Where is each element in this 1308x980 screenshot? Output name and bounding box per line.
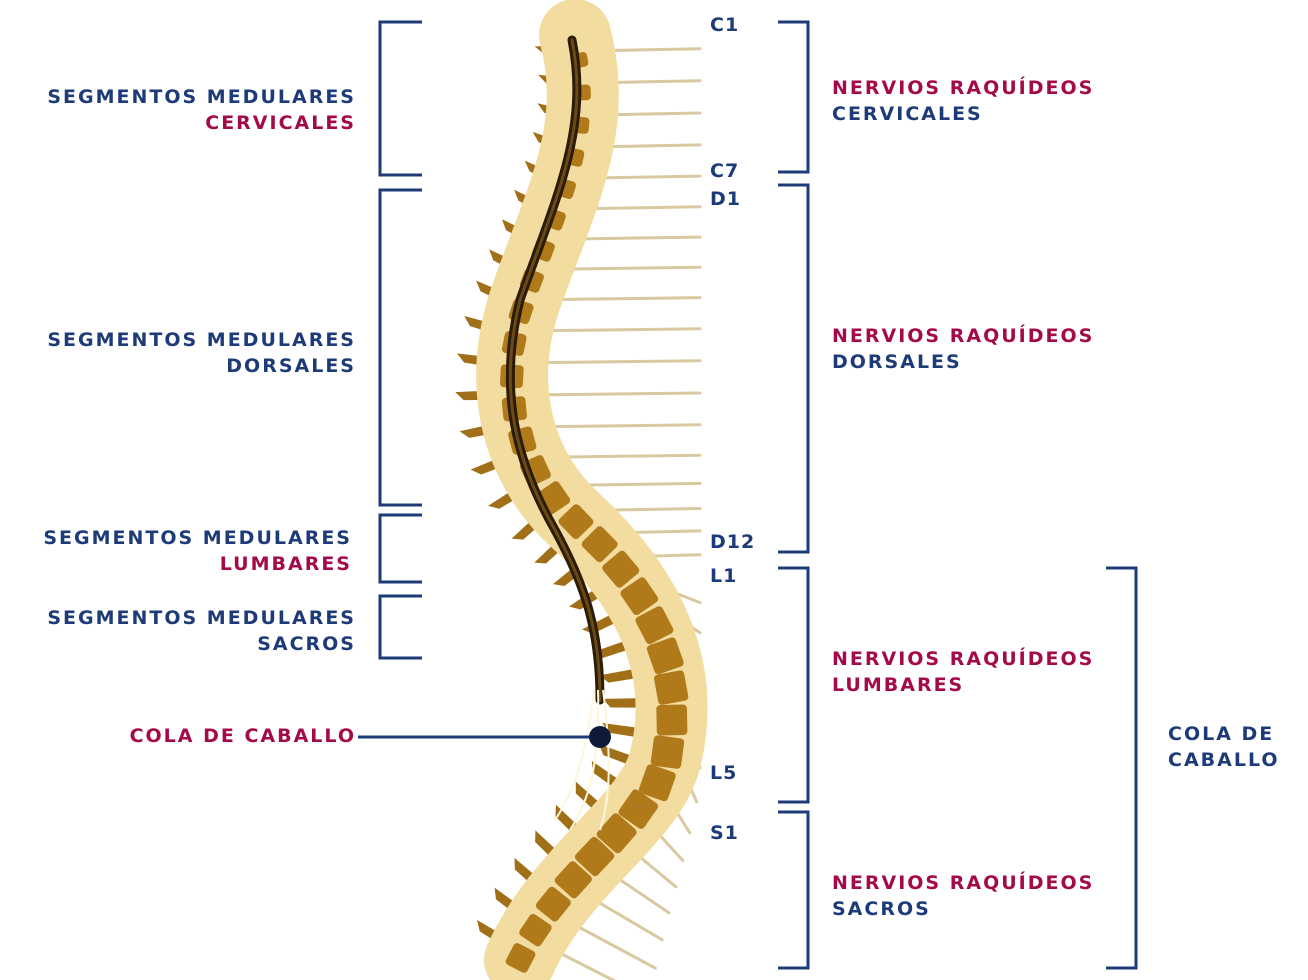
label-dorsal-segments-line2: DORSALES xyxy=(226,355,356,377)
label-dorsal-segments-line1: SEGMENTOS MEDULARES xyxy=(47,329,356,351)
nerve-root-line xyxy=(545,453,702,459)
label-sacral-segments: SEGMENTOS MEDULARES SACROS xyxy=(18,605,356,657)
vertebra xyxy=(581,526,618,563)
bracket-sacral-nerves xyxy=(778,810,810,970)
bracket-dorsal-segments xyxy=(378,188,422,507)
spinal-cord-core xyxy=(508,38,602,702)
vertebra xyxy=(638,764,676,802)
bracket-cervical-segments xyxy=(378,20,422,177)
nerve-root-line xyxy=(575,205,702,211)
label-cauda-equina-right: COLA DE CABALLO xyxy=(1168,721,1280,773)
vertebra xyxy=(535,886,571,922)
label-cervical-nerves: NERVIOS RAQUÍDEOS CERVICALES xyxy=(832,75,1094,127)
label-lumbar-nerves-line2: LUMBARES xyxy=(832,674,965,696)
label-cervical-segments-line2: CERVICALES xyxy=(205,112,356,134)
right-brackets xyxy=(778,20,1138,970)
bracket-lumbar-segments xyxy=(378,513,422,584)
label-sacral-segments-line2: SACROS xyxy=(257,633,356,655)
label-cauda-equina-right-line2: CABALLO xyxy=(1168,749,1280,771)
nerve-root-line xyxy=(533,327,702,333)
vertebra xyxy=(554,861,592,899)
vertebra xyxy=(558,504,594,540)
vertebra xyxy=(620,577,659,616)
label-sacral-segments-line1: SEGMENTOS MEDULARES xyxy=(47,607,356,629)
label-lumbar-segments-line2: LUMBARES xyxy=(219,553,352,575)
nerve-root-line xyxy=(564,235,702,241)
vertebra xyxy=(602,550,640,588)
cauda-equina-pointer-dot xyxy=(589,726,611,748)
level-d1: D1 xyxy=(710,188,741,210)
label-lumbar-segments-line1: SEGMENTOS MEDULARES xyxy=(43,527,352,549)
label-lumbar-segments: SEGMENTOS MEDULARES LUMBARES xyxy=(12,525,352,577)
label-dorsal-segments: SEGMENTOS MEDULARES DORSALES xyxy=(18,327,356,379)
vertebra xyxy=(574,836,615,877)
vertebra xyxy=(656,704,688,736)
label-dorsal-nerves: NERVIOS RAQUÍDEOS DORSALES xyxy=(832,323,1094,375)
vertebra xyxy=(596,813,637,854)
label-cervical-nerves-line2: CERVICALES xyxy=(832,103,983,125)
bracket-dorsal-nerves xyxy=(778,183,810,554)
label-sacral-nerves-line1: NERVIOS RAQUÍDEOS xyxy=(832,872,1095,894)
vertebra xyxy=(654,670,689,705)
label-cervical-nerves-line1: NERVIOS RAQUÍDEOS xyxy=(832,77,1095,99)
label-dorsal-nerves-line1: NERVIOS RAQUÍDEOS xyxy=(832,325,1095,347)
vertebra xyxy=(505,943,536,973)
vertebra xyxy=(650,735,685,769)
label-cervical-segments-line1: SEGMENTOS MEDULARES xyxy=(47,86,356,108)
nerve-root-line xyxy=(529,359,702,365)
bracket-cervical-nerves xyxy=(778,20,810,174)
label-cauda-equina-left: COLA DE CABALLO xyxy=(129,725,356,747)
bracket-lumbar-nerves xyxy=(778,566,810,804)
bracket-cauda-equina xyxy=(1106,566,1138,970)
vertebra xyxy=(635,606,674,645)
vertebra xyxy=(618,789,659,829)
level-l5: L5 xyxy=(710,762,738,784)
nerve-root-line xyxy=(529,391,702,397)
level-c1: C1 xyxy=(710,14,740,36)
label-dorsal-nerves-line2: DORSALES xyxy=(832,351,962,373)
label-cervical-segments: SEGMENTOS MEDULARES CERVICALES xyxy=(18,84,356,136)
level-l1: L1 xyxy=(710,565,738,587)
bracket-sacral-segments xyxy=(378,594,422,660)
vertebra xyxy=(646,637,684,675)
level-s1: S1 xyxy=(710,822,739,844)
left-brackets xyxy=(378,20,422,660)
vertebra xyxy=(519,913,552,947)
level-d12: D12 xyxy=(710,531,756,553)
nerve-root-line xyxy=(541,296,702,302)
label-lumbar-nerves: NERVIOS RAQUÍDEOS LUMBARES xyxy=(832,646,1094,698)
nerve-root-line xyxy=(535,423,702,429)
cauda-equina-strands xyxy=(554,689,610,831)
level-c7: C7 xyxy=(710,160,740,182)
label-sacral-nerves: NERVIOS RAQUÍDEOS SACROS xyxy=(832,870,1094,922)
label-lumbar-nerves-line1: NERVIOS RAQUÍDEOS xyxy=(832,648,1095,670)
label-sacral-nerves-line2: SACROS xyxy=(832,898,931,920)
nerve-root-line xyxy=(552,265,702,271)
label-cauda-equina-right-line1: COLA DE xyxy=(1168,723,1275,745)
